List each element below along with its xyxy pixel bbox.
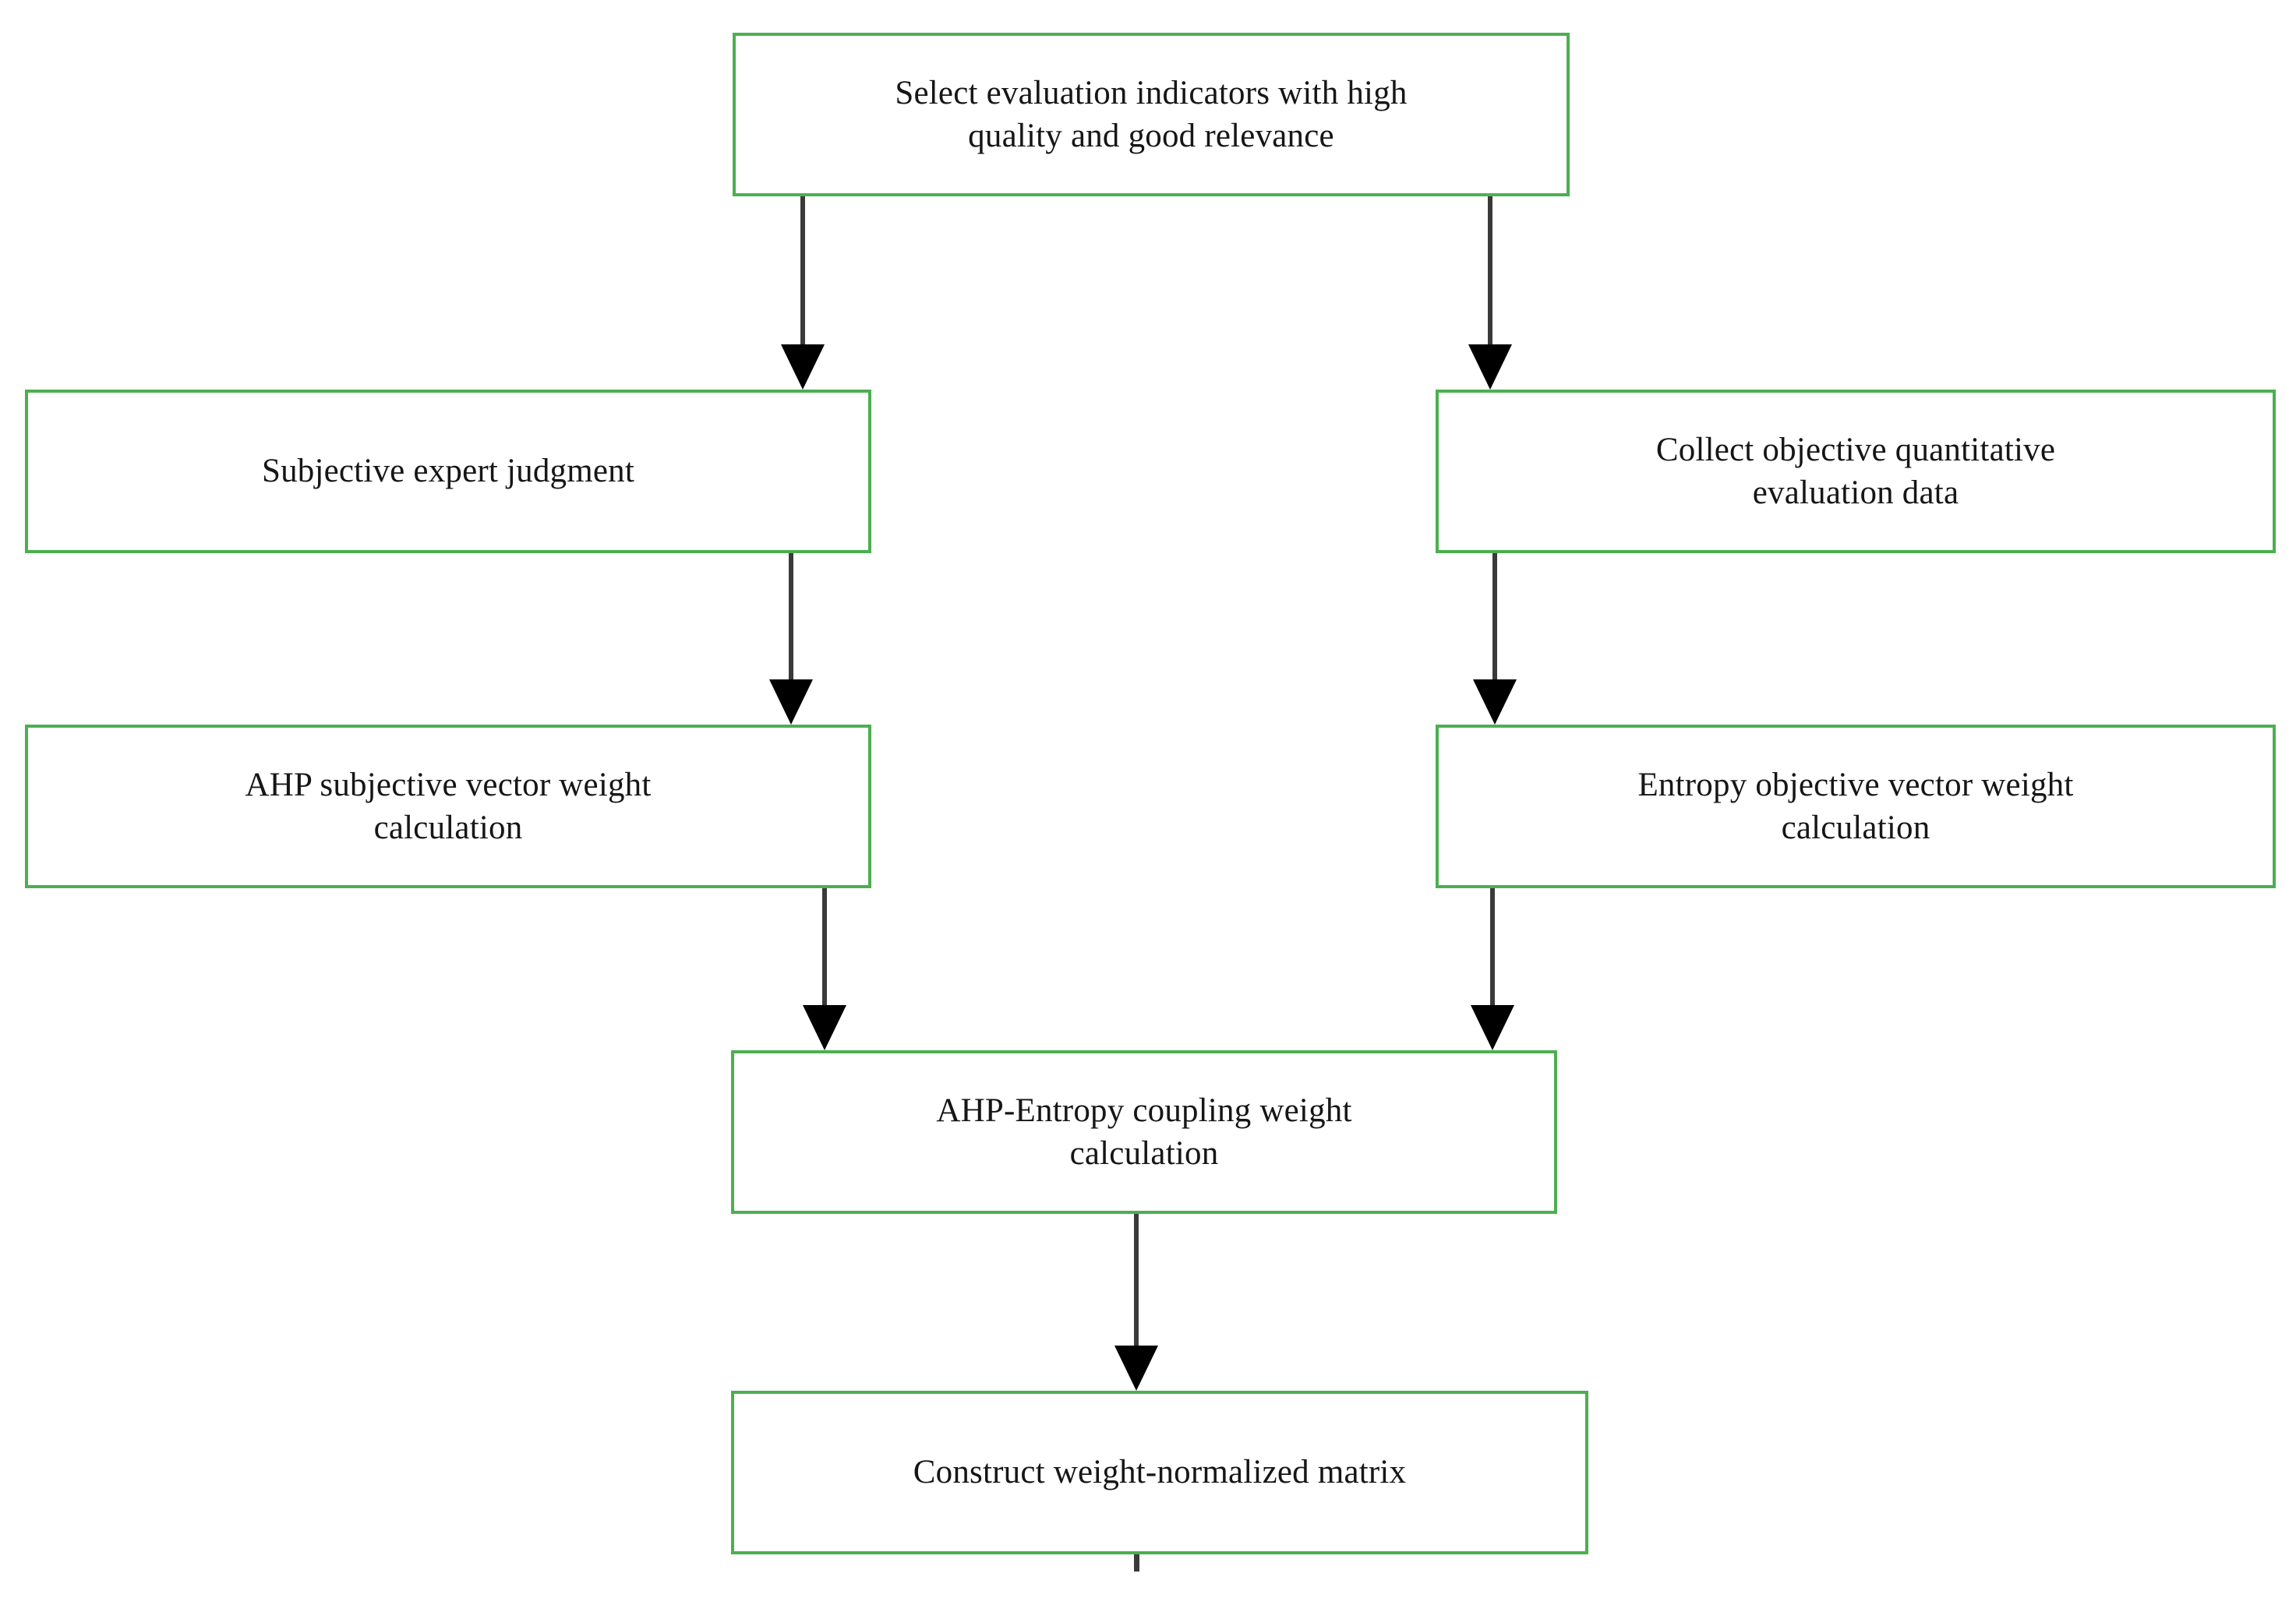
flow-node-collect-objective-data[interactable]: Collect objective quantitative evaluatio…: [1436, 390, 2276, 553]
arrow-glyph: [1114, 1214, 1158, 1391]
flow-arrow-ahp-subjective-weight-to-ahp-entropy-coupling: [801, 888, 848, 1050]
flow-node-label-ahp-subjective-weight: AHP subjective vector weight calculation: [245, 766, 652, 846]
flow-node-entropy-objective-weight[interactable]: Entropy objective vector weight calculat…: [1436, 725, 2276, 888]
arrow-glyph: [769, 553, 813, 725]
flow-node-label-weight-normalized-matrix: Construct weight-normalized matrix: [913, 1454, 1407, 1491]
arrow-glyph: [781, 196, 825, 390]
arrow-glyph: [1471, 888, 1514, 1050]
arrow-glyph: [1468, 196, 1512, 390]
flow-node-subjective-expert-judgment[interactable]: Subjective expert judgment: [25, 390, 871, 553]
flow-node-label-ahp-entropy-coupling: AHP-Entropy coupling weight calculation: [936, 1092, 1352, 1172]
flow-node-label-entropy-objective-weight: Entropy objective vector weight calculat…: [1637, 766, 2074, 846]
flow-node-weight-normalized-matrix[interactable]: Construct weight-normalized matrix: [731, 1391, 1588, 1554]
flow-arrow-select-indicators-to-collect-objective-data: [1467, 196, 1514, 390]
flow-node-ahp-entropy-coupling[interactable]: AHP-Entropy coupling weight calculation: [731, 1050, 1557, 1214]
flow-node-ahp-subjective-weight[interactable]: AHP subjective vector weight calculation: [25, 725, 871, 888]
flow-arrow-subjective-expert-judgment-to-ahp-subjective-weight: [768, 553, 814, 725]
flow-node-label-select-indicators: Select evaluation indicators with high q…: [895, 74, 1408, 154]
flow-arrow-entropy-objective-weight-to-ahp-entropy-coupling: [1469, 888, 1516, 1050]
flow-node-select-indicators[interactable]: Select evaluation indicators with high q…: [733, 33, 1570, 196]
flow-node-label-collect-objective-data: Collect objective quantitative evaluatio…: [1655, 431, 2056, 511]
flow-continuation-stub: [1134, 1554, 1139, 1572]
arrow-glyph: [1473, 553, 1517, 725]
flow-arrow-collect-objective-data-to-entropy-objective-weight: [1471, 553, 1518, 725]
arrow-glyph: [803, 888, 846, 1050]
flow-arrow-ahp-entropy-coupling-to-weight-normalized-matrix: [1113, 1214, 1160, 1391]
flow-arrow-select-indicators-to-subjective-expert-judgment: [779, 196, 826, 390]
flow-node-label-subjective-expert-judgment: Subjective expert judgment: [261, 453, 635, 490]
